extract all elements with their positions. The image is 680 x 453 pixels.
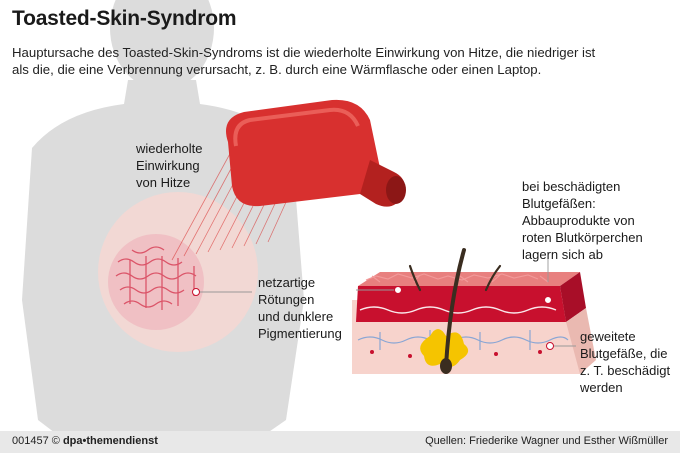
skin-section (352, 248, 596, 374)
damaged-vessels-label-line-3: Abbauprodukte von (522, 213, 635, 228)
sources: Quellen: Friederike Wagner und Esther Wi… (425, 435, 668, 447)
leader-lines (196, 258, 576, 347)
subtitle-line-1: Hauptursache des Toasted-Skin-Syndroms i… (12, 45, 596, 60)
heat-label-line-3: von Hitze (136, 175, 191, 190)
graphic-credit: 001457 © dpa•themendienst (12, 435, 158, 447)
damaged-vessels-label-line-4: roten Blutkörperchen (522, 230, 643, 245)
hot-water-bottle (226, 99, 406, 207)
heat-label-line-1: wiederholte (136, 141, 203, 156)
label-markers (192, 286, 554, 350)
redness-label-line-2: Rötungen (258, 292, 315, 307)
brand-name: dpa•themendienst (62, 435, 158, 447)
belly-area (98, 192, 258, 352)
heat-label-line-2: Einwirkung (136, 158, 200, 173)
damaged-vessels-label-line-1: bei beschädigten (522, 179, 621, 194)
redness-label-line-4: Pigmentierung (258, 326, 342, 341)
subtitle-line-2: als die, die eine Verbrennung verursacht… (12, 62, 542, 77)
dilated-vessels-label-line-1: geweitete (580, 329, 636, 344)
redness-label: netzartige Rötungen und dunklere Pigment… (258, 274, 342, 342)
damaged-vessels-label-line-5: lagern sich ab (522, 247, 603, 262)
damaged-vessels-label: bei beschädigten Blutgefäßen: Abbauprodu… (522, 178, 643, 263)
footer-bar: 001457 © dpa•themendienst Quellen: Fried… (0, 431, 680, 453)
heat-label: wiederholte Einwirkung von Hitze (136, 140, 203, 191)
damaged-vessels-label-line-2: Blutgefäßen: (522, 196, 596, 211)
dilated-vessels-label-line-2: Blutgefäße, die (580, 346, 668, 361)
dilated-vessels-label: geweitete Blutgefäße, die z. T. beschädi… (580, 328, 670, 396)
redness-label-line-3: und dunklere (258, 309, 334, 324)
dilated-vessels-label-line-3: z. T. beschädigt (580, 363, 671, 378)
page-title: Toasted-Skin-Syndrom (12, 7, 237, 30)
graphic-id: 001457 © (12, 435, 63, 447)
dilated-vessels-label-line-4: werden (580, 380, 623, 395)
redness-label-line-1: netzartige (258, 275, 316, 290)
page-subtitle: Hauptursache des Toasted-Skin-Syndroms i… (12, 44, 662, 78)
